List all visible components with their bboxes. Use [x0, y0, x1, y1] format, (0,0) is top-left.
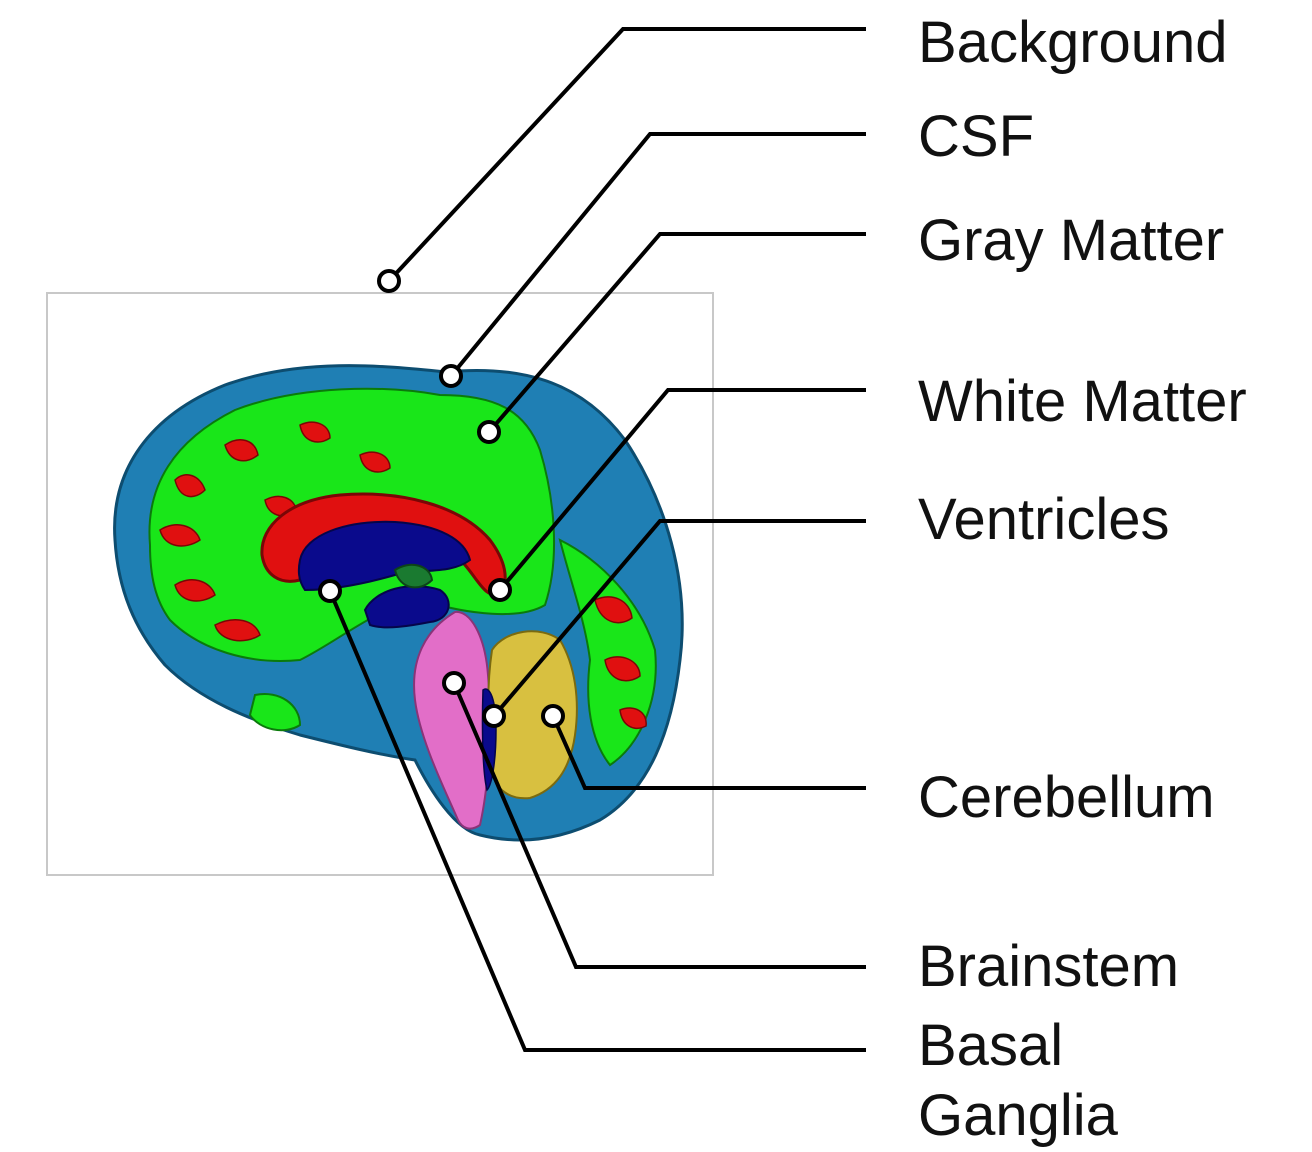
label-brainstem: Brainstem	[918, 934, 1179, 1000]
leader-background	[389, 29, 866, 281]
label-gray-matter: Gray Matter	[918, 208, 1224, 274]
marker-cerebellum	[543, 706, 563, 726]
marker-gray-matter	[479, 422, 499, 442]
label-basal-ganglia-line2: Ganglia	[918, 1083, 1118, 1149]
marker-brainstem	[444, 673, 464, 693]
marker-background	[379, 271, 399, 291]
label-cerebellum: Cerebellum	[918, 765, 1215, 831]
label-background: Background	[918, 10, 1228, 76]
marker-csf	[441, 366, 461, 386]
marker-white-matter	[490, 580, 510, 600]
label-csf: CSF	[918, 104, 1034, 170]
label-white-matter: White Matter	[918, 369, 1247, 435]
label-ventricles: Ventricles	[918, 487, 1169, 553]
marker-basal-ganglia	[320, 581, 340, 601]
marker-ventricles	[484, 706, 504, 726]
label-basal-ganglia-line1: Basal	[918, 1013, 1063, 1079]
